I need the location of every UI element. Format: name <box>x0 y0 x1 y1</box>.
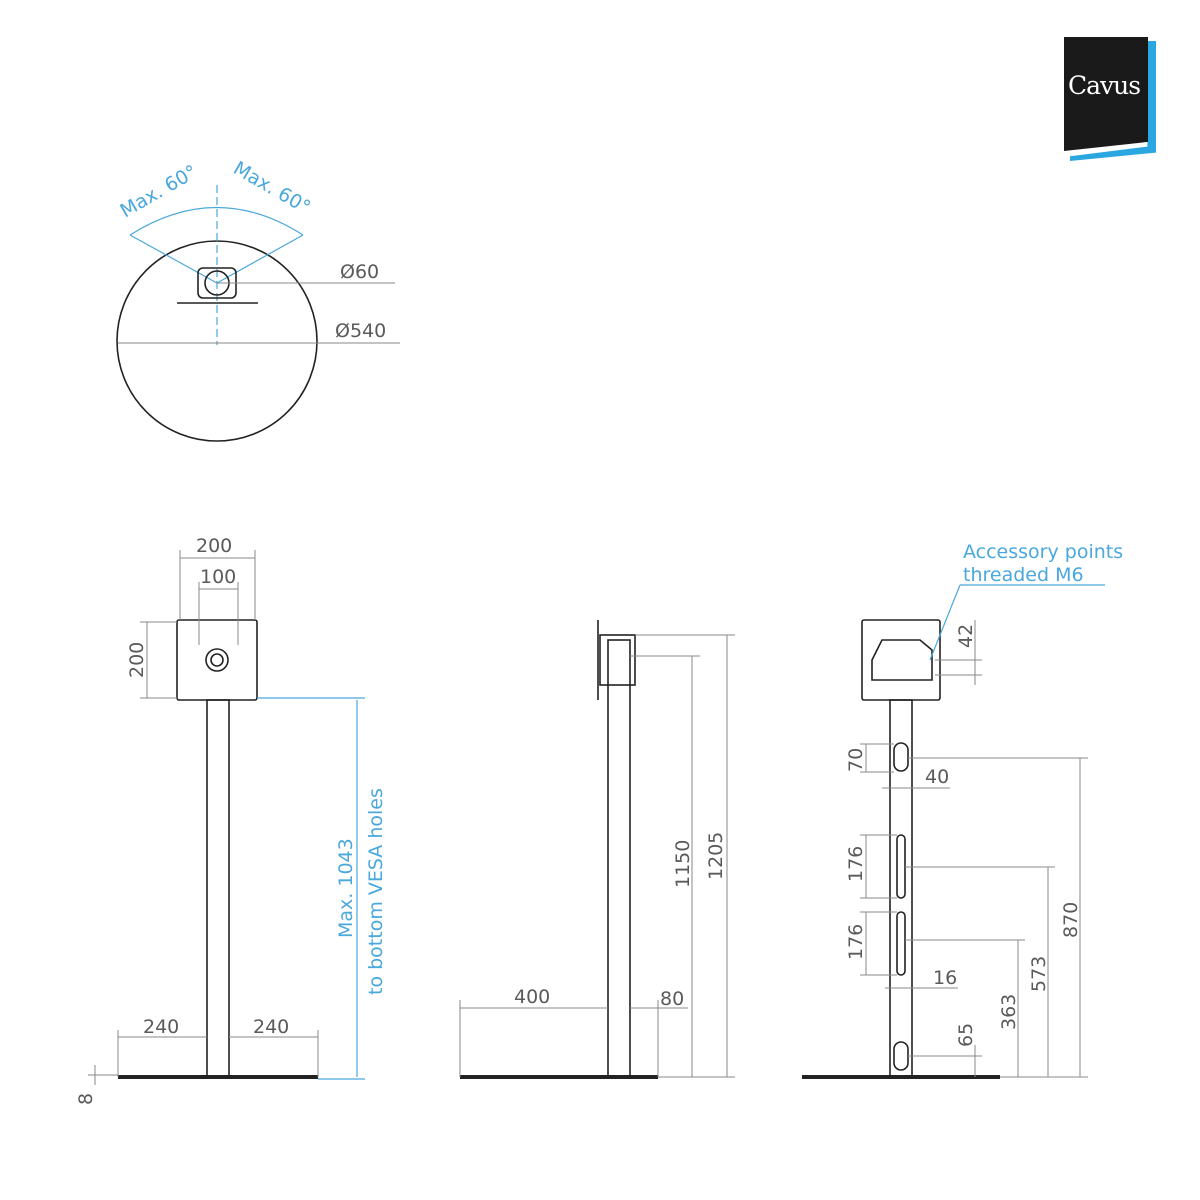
dim-870-label: 870 <box>1060 902 1082 938</box>
cavus-logo: Cavus <box>1064 37 1156 161</box>
angle-left-label: Max. 60° <box>117 161 202 223</box>
max-height-label: Max. 1043 <box>335 838 357 938</box>
accessory-points-label: Accessory points <box>963 541 1123 563</box>
base-depth-label: 400 <box>514 986 550 1008</box>
threaded-m6-label: threaded M6 <box>963 564 1084 586</box>
vesa-holes-label: to bottom VESA holes <box>365 788 387 995</box>
height-1205-label: 1205 <box>705 832 727 880</box>
plate-height-label: 200 <box>126 642 148 678</box>
dim-42-label: 42 <box>955 624 977 648</box>
dim-65-label: 65 <box>955 1023 977 1047</box>
back-view: Accessory points threaded M6 42 70 40 17… <box>802 541 1123 1079</box>
top-view: Max. 60° Max. 60° Ø60 Ø540 <box>116 157 400 442</box>
side-view: 400 80 1150 1205 <box>459 620 735 1079</box>
dim-16-label: 16 <box>933 967 957 989</box>
dim-176a-label: 176 <box>845 846 867 882</box>
front-view: 200 100 200 Max. 1043 to bottom VESA hol… <box>75 535 387 1105</box>
base-thickness-label: 8 <box>75 1093 97 1105</box>
dim-363-label: 363 <box>998 994 1020 1030</box>
logo-text: Cavus <box>1068 71 1141 100</box>
base-left-label: 240 <box>143 1016 179 1038</box>
dim-176b-label: 176 <box>845 924 867 960</box>
base-diameter-label: Ø540 <box>335 320 386 342</box>
dim-40-label: 40 <box>925 766 949 788</box>
base-right-label: 240 <box>253 1016 289 1038</box>
dim-70-label: 70 <box>845 748 867 772</box>
vesa-spacing-label: 100 <box>200 566 236 588</box>
pole-depth-label: 80 <box>660 988 684 1010</box>
plate-width-label: 200 <box>196 535 232 557</box>
pipe-diameter-label: Ø60 <box>340 261 379 283</box>
height-1150-label: 1150 <box>672 840 694 888</box>
dim-573-label: 573 <box>1028 956 1050 992</box>
